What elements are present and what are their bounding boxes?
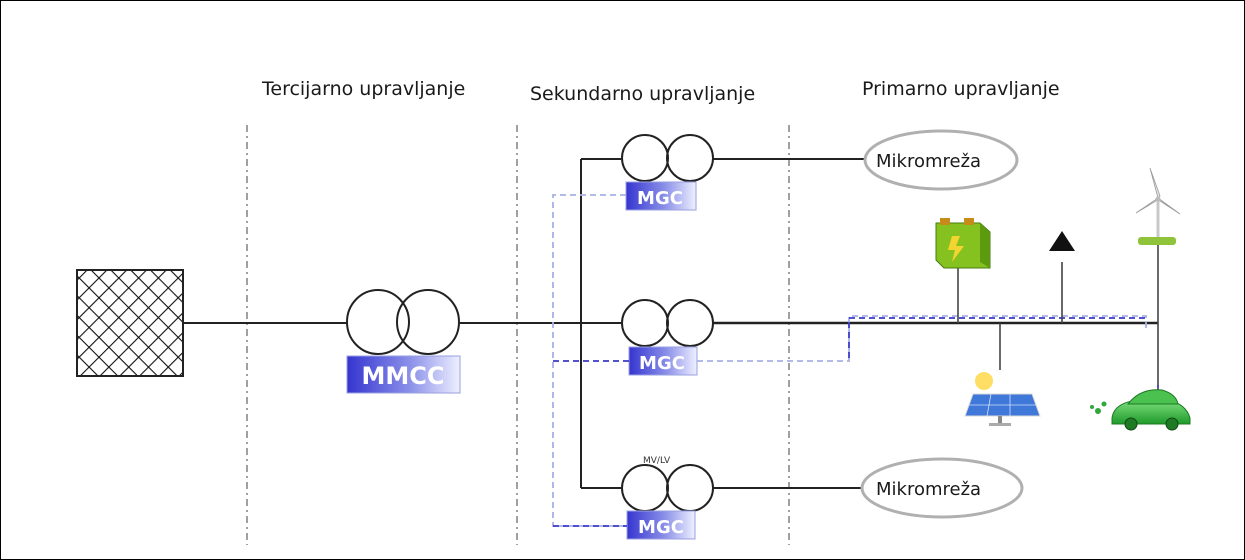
mgc-bottom-controller: MGC <box>626 510 696 540</box>
transformer-coil <box>621 134 669 182</box>
transformer-bottom <box>621 464 714 512</box>
mmcc-transformer <box>346 289 460 355</box>
primary-control-title: Primarno upravljanje <box>862 78 1060 100</box>
microgrid-bottom-ellipse <box>860 457 1024 519</box>
microgrid-bottom-label: Mikromreža <box>876 479 981 500</box>
transformer-coil <box>666 134 714 182</box>
mmcc-label: MMCC <box>362 362 445 390</box>
transformer-coil <box>621 464 669 512</box>
mgc-bottom-label: MGC <box>638 517 684 538</box>
mgc-top-box <box>625 181 697 211</box>
battery-icon <box>935 218 991 269</box>
section-separators <box>246 125 790 545</box>
transformer-coil-right <box>396 289 460 355</box>
tertiary-control-title: Tercijarno upravljanje <box>261 78 465 100</box>
mgc-middle-label: MGC <box>639 353 685 374</box>
mgc-top-controller: MGC <box>625 181 697 211</box>
solar-panel-icon <box>964 372 1041 426</box>
mgc-top-label: MGC <box>637 188 683 209</box>
wind-turbine-icon <box>1135 167 1181 245</box>
der-connections <box>957 238 1159 400</box>
transformer-coil-left <box>346 289 410 355</box>
transformer-type-label: MV/LV <box>643 456 671 466</box>
microgrid-top-ellipse <box>863 129 1019 191</box>
comm-link-top-bottom <box>552 194 627 527</box>
transformer-coil <box>621 299 669 347</box>
microgrid-bottom: Mikromreža <box>860 457 1024 519</box>
communication-links <box>552 194 1147 527</box>
microgrid-top: Mikromreža <box>863 129 1019 191</box>
load-icon <box>1049 231 1075 251</box>
transformer-top <box>621 134 714 182</box>
mgc-middle-controller: MGC <box>628 346 698 376</box>
grid-icon <box>76 269 184 377</box>
comm-link-lv <box>848 317 1146 358</box>
secondary-control-title: Sekundarno upravljanje <box>530 83 755 105</box>
microgrid-top-label: Mikromreža <box>876 151 981 172</box>
mmcc-box <box>346 355 461 394</box>
comm-link-lv-light <box>697 315 1147 362</box>
transformer-coil <box>666 464 714 512</box>
transformer-middle <box>621 299 714 347</box>
mgc-bottom-box <box>626 510 696 540</box>
electric-car-icon <box>1090 385 1191 431</box>
mmcc-controller: MMCC <box>346 355 461 394</box>
transformer-coil <box>666 299 714 347</box>
